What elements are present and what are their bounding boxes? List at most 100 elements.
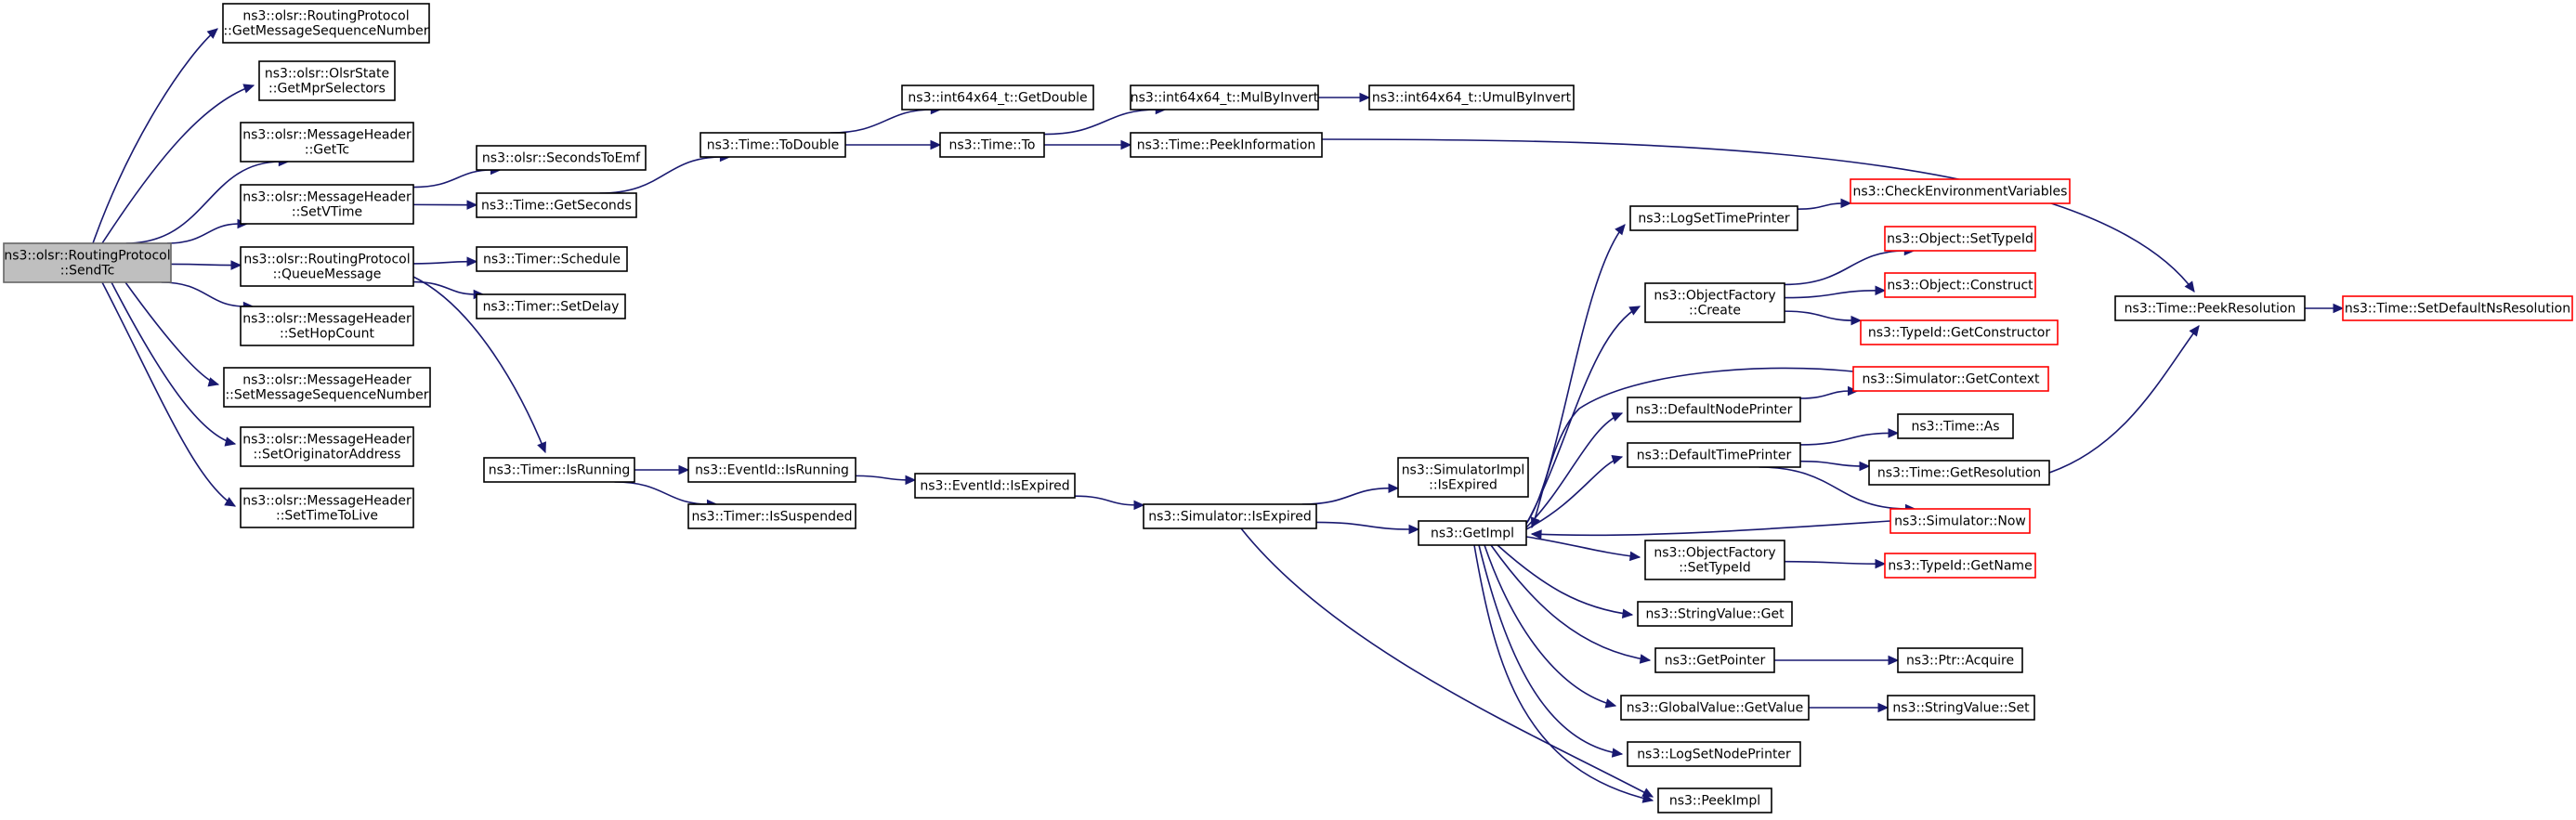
node-box[interactable] <box>1629 205 1798 231</box>
node-setttl[interactable]: ns3::olsr::MessageHeader::SetTimeToLive <box>240 488 414 528</box>
node-eventexpired[interactable]: ns3::EventId::IsExpired <box>914 473 1076 499</box>
node-box[interactable] <box>2342 295 2573 321</box>
node-setdefres[interactable]: ns3::Time::SetDefaultNsResolution <box>2342 295 2573 321</box>
node-box[interactable] <box>914 473 1076 499</box>
node-peekres[interactable]: ns3::Time::PeekResolution <box>2114 295 2306 321</box>
node-ofcreate[interactable]: ns3::ObjectFactory::Create <box>1644 282 1785 323</box>
node-getname[interactable]: ns3::TypeId::GetName <box>1884 553 2036 579</box>
node-strget[interactable]: ns3::StringValue::Get <box>1637 601 1793 627</box>
node-box[interactable] <box>687 457 856 483</box>
node-umulbyinvert[interactable]: ns3::int64x64_t::UmulByInvert <box>1368 85 1575 111</box>
node-box[interactable] <box>1884 226 2036 252</box>
node-box[interactable] <box>1897 413 2014 439</box>
node-box[interactable] <box>240 246 414 287</box>
node-box[interactable] <box>3 242 172 283</box>
node-box[interactable] <box>240 488 414 528</box>
node-box[interactable] <box>1368 85 1575 111</box>
node-setmsgseq[interactable]: ns3::olsr::MessageHeader::SetMessageSequ… <box>223 367 431 408</box>
node-getconstructor[interactable]: ns3::TypeId::GetConstructor <box>1860 319 2059 345</box>
node-deftimeprinter[interactable]: ns3::DefaultTimePrinter <box>1627 442 1801 468</box>
node-getmsgseq[interactable]: ns3::olsr::RoutingProtocol::GetMessageSe… <box>222 3 430 44</box>
node-box[interactable] <box>1130 85 1319 111</box>
node-getmprsel[interactable]: ns3::olsr::OlsrState::GetMprSelectors <box>258 60 396 101</box>
node-getseconds[interactable]: ns3::Time::GetSeconds <box>476 192 637 218</box>
node-box[interactable] <box>476 246 628 272</box>
node-box[interactable] <box>1868 460 2050 486</box>
node-box[interactable] <box>1850 178 2071 204</box>
node-box[interactable] <box>476 293 626 319</box>
node-logsettime[interactable]: ns3::LogSetTimePrinter <box>1629 205 1798 231</box>
node-box[interactable] <box>1143 503 1317 529</box>
node-simexpired[interactable]: ns3::Simulator::IsExpired <box>1143 503 1317 529</box>
node-schedule[interactable]: ns3::Timer::Schedule <box>476 246 628 272</box>
node-setvtime[interactable]: ns3::olsr::MessageHeader::SetVTime <box>240 184 414 225</box>
node-timerrunning[interactable]: ns3::Timer::IsRunning <box>483 457 635 483</box>
node-getcontext[interactable]: ns3::Simulator::GetContext <box>1852 366 2049 392</box>
node-box[interactable] <box>1397 457 1529 498</box>
node-mulbyinvert[interactable]: ns3::int64x64_t::MulByInvert <box>1130 85 1319 111</box>
node-box[interactable] <box>939 132 1045 158</box>
node-box[interactable] <box>1637 601 1793 627</box>
node-box[interactable] <box>700 132 846 158</box>
node-ptracquire[interactable]: ns3::Ptr::Acquire <box>1897 647 2023 673</box>
node-peekimpl[interactable]: ns3::PeekImpl <box>1657 787 1772 813</box>
node-box[interactable] <box>1654 647 1775 673</box>
node-box[interactable] <box>1890 508 2031 534</box>
node-logsetnode[interactable]: ns3::LogSetNodePrinter <box>1627 741 1801 767</box>
node-box[interactable] <box>476 192 637 218</box>
node-strset[interactable]: ns3::StringValue::Set <box>1887 695 2035 721</box>
node-box[interactable] <box>258 60 396 101</box>
node-eventrunning[interactable]: ns3::EventId::IsRunning <box>687 457 856 483</box>
node-sendtc[interactable]: ns3::olsr::RoutingProtocol::SendTc <box>3 242 172 283</box>
node-issuspended[interactable]: ns3::Timer::IsSuspended <box>687 503 856 529</box>
node-box[interactable] <box>483 457 635 483</box>
node-box[interactable] <box>1644 282 1785 323</box>
node-ofsettypeid[interactable]: ns3::ObjectFactory::SetTypeId <box>1644 540 1785 580</box>
node-box[interactable] <box>1860 319 2059 345</box>
node-simimplexpired[interactable]: ns3::SimulatorImpl::IsExpired <box>1397 457 1529 498</box>
node-box[interactable] <box>223 367 431 408</box>
node-box[interactable] <box>476 145 647 171</box>
node-box[interactable] <box>240 426 414 467</box>
node-box[interactable] <box>240 122 414 163</box>
node-checkenv[interactable]: ns3::CheckEnvironmentVariables <box>1850 178 2071 204</box>
node-peekinfo[interactable]: ns3::Time::PeekInformation <box>1130 132 1323 158</box>
node-timeas[interactable]: ns3::Time::As <box>1897 413 2014 439</box>
node-getdouble[interactable]: ns3::int64x64_t::GetDouble <box>901 85 1094 111</box>
node-box[interactable] <box>1657 787 1772 813</box>
node-box[interactable] <box>1627 442 1801 468</box>
node-box[interactable] <box>1887 695 2035 721</box>
node-gvgetvalue[interactable]: ns3::GlobalValue::GetValue <box>1620 695 1810 721</box>
node-getpointer[interactable]: ns3::GetPointer <box>1654 647 1775 673</box>
node-sectoemf[interactable]: ns3::olsr::SecondsToEmf <box>476 145 647 171</box>
node-setorig[interactable]: ns3::olsr::MessageHeader::SetOriginatorA… <box>240 426 414 467</box>
node-box[interactable] <box>2114 295 2306 321</box>
node-objconstruct[interactable]: ns3::Object::Construct <box>1884 272 2036 298</box>
node-getimpl[interactable]: ns3::GetImpl <box>1418 520 1527 546</box>
node-box[interactable] <box>1418 520 1527 546</box>
node-box[interactable] <box>1130 132 1323 158</box>
node-box[interactable] <box>1627 741 1801 767</box>
node-box[interactable] <box>1620 695 1810 721</box>
node-queuemsg[interactable]: ns3::olsr::RoutingProtocol::QueueMessage <box>240 246 414 287</box>
node-simnow[interactable]: ns3::Simulator::Now <box>1890 508 2031 534</box>
node-box[interactable] <box>1884 553 2036 579</box>
node-box[interactable] <box>687 503 856 529</box>
node-defnodeprinter[interactable]: ns3::DefaultNodePrinter <box>1627 397 1801 423</box>
node-todouble[interactable]: ns3::Time::ToDouble <box>700 132 846 158</box>
node-box[interactable] <box>222 3 430 44</box>
node-box[interactable] <box>240 306 414 346</box>
node-getresolution[interactable]: ns3::Time::GetResolution <box>1868 460 2050 486</box>
node-box[interactable] <box>1852 366 2049 392</box>
node-gettc[interactable]: ns3::olsr::MessageHeader::GetTc <box>240 122 414 163</box>
node-box[interactable] <box>1644 540 1785 580</box>
node-objsettypeid[interactable]: ns3::Object::SetTypeId <box>1884 226 2036 252</box>
node-box[interactable] <box>240 184 414 225</box>
node-box[interactable] <box>901 85 1094 111</box>
node-setdelay[interactable]: ns3::Timer::SetDelay <box>476 293 626 319</box>
node-box[interactable] <box>1627 397 1801 423</box>
node-timeto[interactable]: ns3::Time::To <box>939 132 1045 158</box>
node-box[interactable] <box>1884 272 2036 298</box>
node-sethop[interactable]: ns3::olsr::MessageHeader::SetHopCount <box>240 306 414 346</box>
node-box[interactable] <box>1897 647 2023 673</box>
